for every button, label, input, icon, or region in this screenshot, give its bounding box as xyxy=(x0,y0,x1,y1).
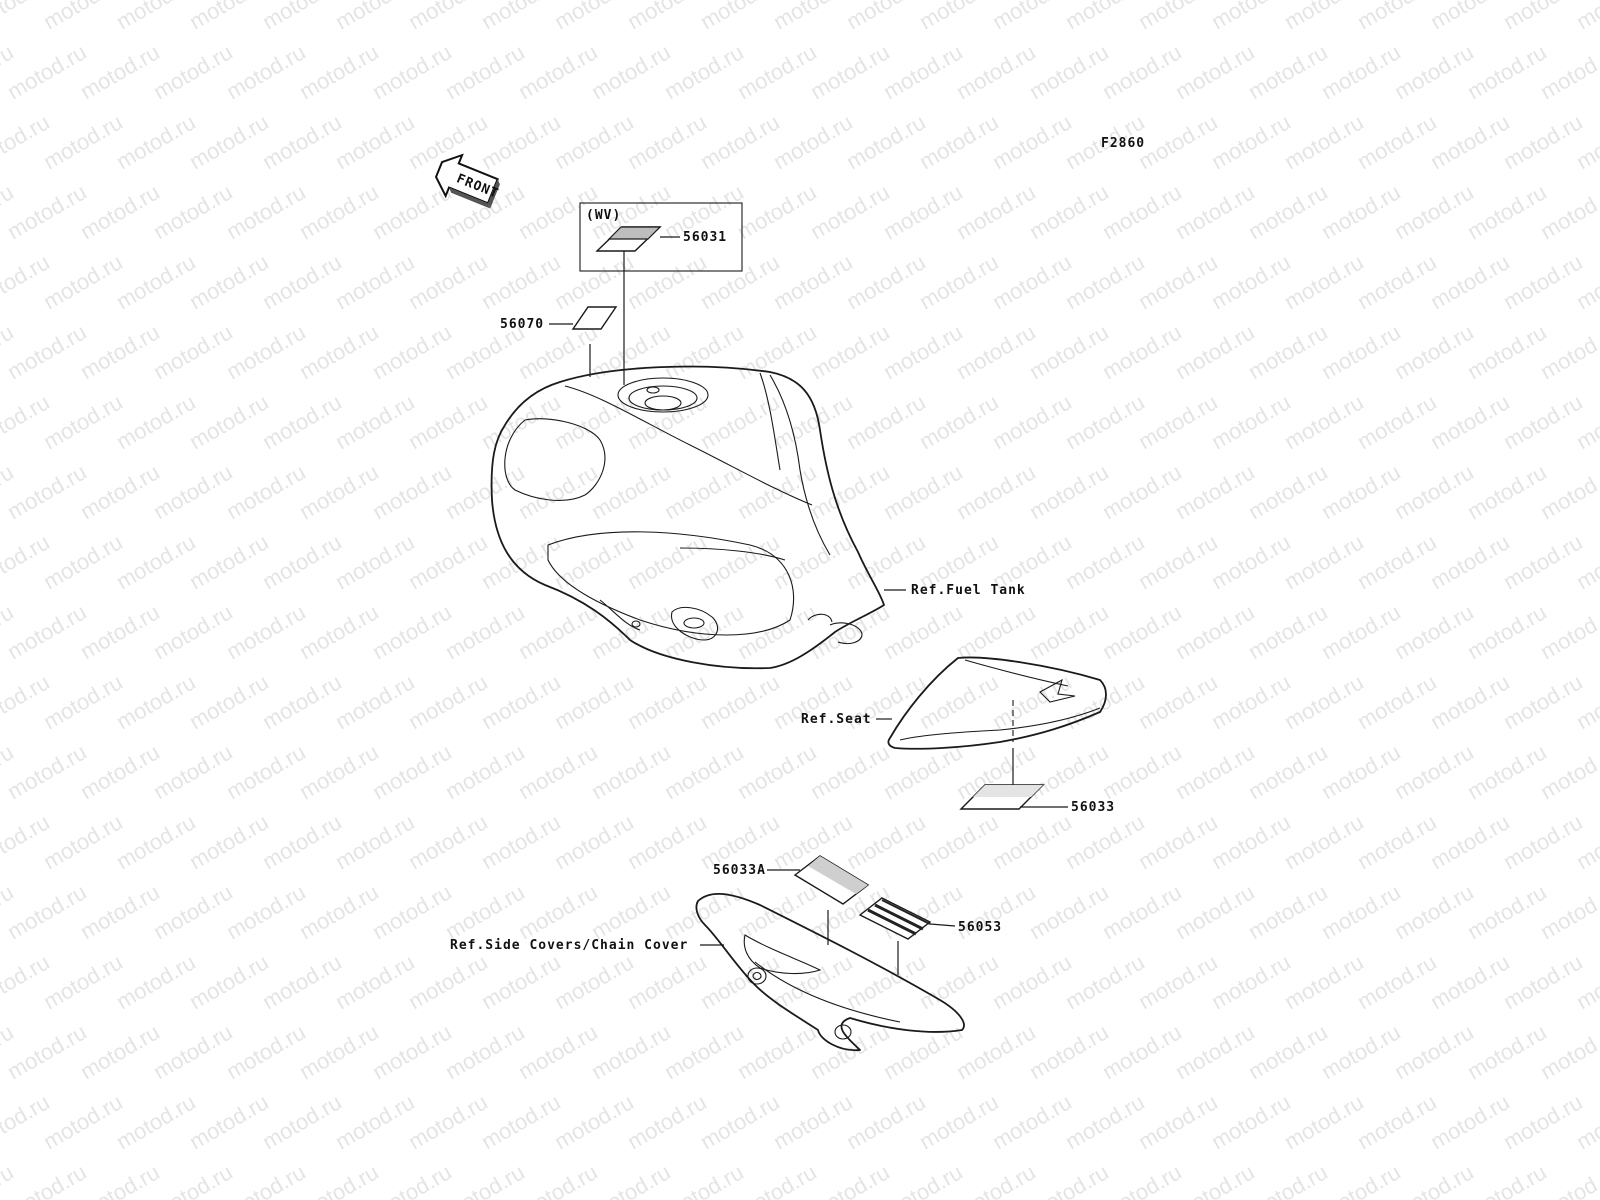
part-number-56033A: 56033A xyxy=(713,863,766,878)
wv-box-label: (WV) xyxy=(586,208,621,223)
seat xyxy=(876,656,1107,750)
decal-56033A xyxy=(767,855,870,945)
part-number-56070: 56070 xyxy=(500,317,544,332)
ref-fuel-tank[interactable]: Ref.Fuel Tank xyxy=(911,583,1026,598)
ref-seat[interactable]: Ref.Seat xyxy=(801,712,872,727)
figure-code: F2860 xyxy=(1101,136,1145,151)
decal-56070 xyxy=(549,306,618,377)
decal-56031 xyxy=(595,226,680,385)
chain-cover xyxy=(695,892,965,1052)
part-number-56033: 56033 xyxy=(1071,800,1115,815)
wv-box xyxy=(579,202,743,272)
part-number-56053: 56053 xyxy=(958,920,1002,935)
fuel-tank xyxy=(490,365,906,670)
decal-56033 xyxy=(959,748,1068,810)
front-arrow-icon: FRONT xyxy=(434,153,501,209)
part-number-56031: 56031 xyxy=(683,230,727,245)
ref-side-covers-chain-cover[interactable]: Ref.Side Covers/Chain Cover xyxy=(450,938,688,953)
decal-56053 xyxy=(858,897,956,975)
